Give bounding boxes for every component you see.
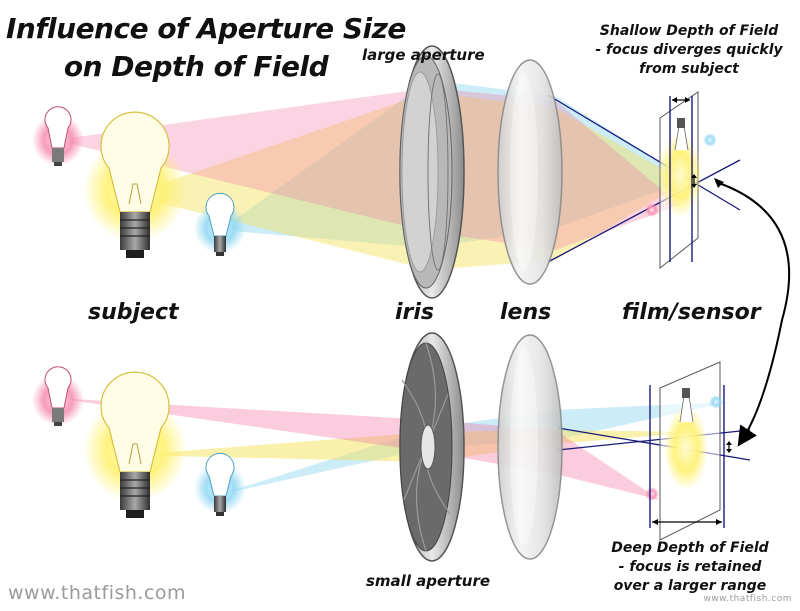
deep-dof-note: Deep Depth of Field - focus is retained …: [592, 539, 788, 596]
bottom-blue-bulb: [194, 452, 246, 516]
deep-dof-note-line-3: over a larger range: [613, 578, 767, 594]
title-line-1: Influence of Aperture Size: [6, 12, 406, 45]
top-convex-lens: [497, 59, 563, 285]
bottom-red-bulb: [32, 366, 84, 426]
shallow-dof-note-line-3: from subject: [639, 61, 739, 77]
lens-label: lens: [500, 300, 552, 325]
shallow-dof-note-line-2: - focus diverges quickly: [595, 42, 783, 58]
top-blue-bulb: [194, 192, 246, 256]
sensor-label: film/sensor: [622, 300, 761, 325]
large-aperture-label: large aperture: [362, 46, 485, 64]
watermark-left: www.thatfish.com: [8, 582, 187, 604]
top-iris-large-aperture: [399, 45, 465, 299]
title-line-2: on Depth of Field: [63, 50, 329, 83]
bottom-iris-small-aperture: [399, 332, 465, 562]
deep-dof-note-line-2: - focus is retained: [618, 559, 762, 575]
top-red-bulb: [32, 106, 84, 166]
page-title: Influence of Aperture Size on Depth of F…: [6, 10, 406, 86]
shallow-dof-note-line-1: Shallow Depth of Field: [599, 23, 779, 39]
watermark-right: www.thatfish.com: [703, 594, 792, 604]
top-sensor-plane: [645, 91, 717, 270]
top-yellow-bulb: [83, 111, 187, 258]
bottom-sensor-plane: [645, 361, 732, 541]
deep-dof-note-line-1: Deep Depth of Field: [611, 540, 769, 556]
iris-label: iris: [395, 300, 435, 325]
small-aperture-label: small aperture: [366, 572, 491, 590]
bottom-convex-lens: [497, 334, 563, 560]
comparison-arrow-icon: [714, 178, 791, 447]
shallow-dof-note: Shallow Depth of Field - focus diverges …: [586, 22, 792, 79]
bottom-yellow-bulb: [83, 371, 187, 518]
subject-label: subject: [88, 300, 179, 325]
